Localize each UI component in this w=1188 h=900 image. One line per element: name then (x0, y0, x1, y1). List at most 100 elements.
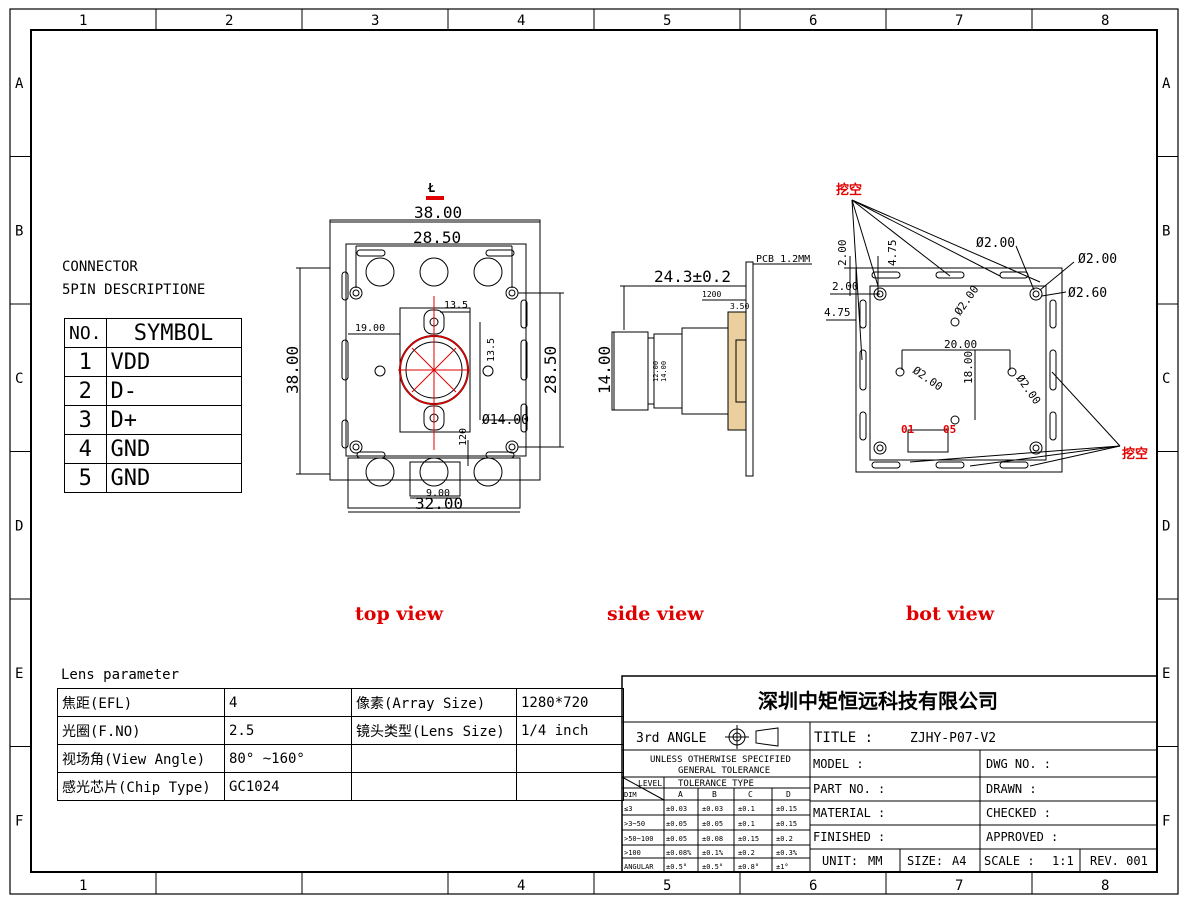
grid-column-label: 2 (225, 13, 233, 29)
pin-number: 3 (64, 405, 107, 435)
tol-cell: >50~100 (624, 835, 654, 843)
pin-number: 5 (64, 463, 107, 493)
pin-symbol: D+ (105, 405, 242, 435)
lens-parameter-title: Lens parameter (61, 667, 180, 683)
tol-cell: ±0.5° (666, 863, 687, 871)
lens-cell (351, 744, 517, 773)
grid-column-label-bottom: 4 (517, 878, 525, 894)
tol-cell: >100 (624, 849, 641, 857)
dim-side-length: 24.3±0.2 (654, 267, 731, 286)
tol-cell: ±0.15 (776, 820, 797, 828)
bot-view-label: bot view (906, 603, 995, 625)
tol-cell: ≤3 (624, 805, 632, 813)
lens-cell: 4 (224, 688, 352, 717)
grid-column-label-bottom: 1 (79, 878, 87, 894)
tb-scale-label: SCALE : (984, 854, 1035, 868)
pin-symbol: GND (105, 463, 242, 493)
dim-bot-phi-e: Ø2.00 (1014, 372, 1044, 407)
tb-general: GENERAL TOLERANCE (678, 766, 770, 776)
side-view-label: side view (607, 603, 704, 625)
tol-cell: ±0.8° (738, 863, 759, 871)
dim-top-28: 28.50 (413, 228, 461, 247)
tol-cell: ±0.08 (702, 835, 723, 843)
grid-row-label-right: A (1162, 76, 1171, 92)
lens-cell: 像素(Array Size) (351, 688, 517, 717)
dim-bottom-32: 32.00 (415, 494, 463, 513)
grid-row-label: E (15, 666, 23, 682)
tb-title-label: TITLE : (814, 730, 873, 746)
tol-cell: ±0.1 (738, 820, 755, 828)
dim-left-38: 38.00 (283, 346, 302, 394)
dim-right-28: 28.50 (541, 346, 560, 394)
tol-cell: ±0.1% (702, 849, 724, 857)
pin-number: 2 (64, 376, 107, 406)
grid-row-label: A (15, 76, 24, 92)
connector-title-1: CONNECTOR (62, 259, 138, 275)
cutout-leaders (851, 199, 1121, 467)
third-angle-projection-icon (725, 725, 779, 749)
tol-col-header: D (786, 790, 791, 799)
side-view-drawing (611, 261, 812, 477)
grid-row-label-right: B (1162, 223, 1170, 239)
lens-cell: 光圈(F.NO) (57, 716, 225, 745)
dim-bot-1800: 18.00 (962, 351, 975, 384)
tb-unit-value: MM (868, 854, 882, 868)
tol-cell: ±1° (776, 863, 789, 871)
dim-bot-phi-a: Ø2.00 (976, 236, 1015, 251)
dim-side-pcb: PCB 1.2MM (756, 254, 810, 265)
dim-9: 9.00 (426, 488, 450, 499)
tol-cell: ±0.2 (738, 849, 755, 857)
lens-cell: 焦距(EFL) (57, 688, 225, 717)
tol-cell: ±0.1 (738, 805, 755, 813)
grid-column-label: 6 (809, 13, 817, 29)
grid-row-label: F (15, 813, 23, 829)
grid-column-label: 1 (79, 13, 87, 29)
tb-checked: CHECKED : (986, 806, 1051, 820)
top-view-label: top view (355, 603, 444, 625)
grid-row-label-right: E (1162, 666, 1170, 682)
tb-part-no: PART NO. : (813, 782, 885, 796)
lens-cell: 感光芯片(Chip Type) (57, 772, 225, 801)
lens-cell: 80° ~160° (224, 744, 352, 773)
lens-cell: 视场角(View Angle) (57, 744, 225, 773)
dim-bot-475b: 4.75 (824, 306, 851, 319)
tb-rev: REV. 001 (1090, 854, 1148, 868)
pin-marker-5: 05 (943, 423, 956, 436)
grid-row-label-right: F (1162, 813, 1170, 829)
dim-dia-14: Ø14.00 (482, 413, 529, 428)
dim-side-1200: 1200 (702, 290, 721, 299)
grid-row-label: D (15, 518, 23, 534)
dim-side-small1: 12.00 (652, 361, 660, 382)
tol-cell: ±0.05 (702, 820, 723, 828)
lens-cell: GC1024 (224, 772, 352, 801)
dim-bot-2b: 2.00 (832, 280, 859, 293)
grid-row-label: B (15, 223, 23, 239)
pin-symbol: D- (105, 376, 242, 406)
tol-col-header: C (748, 790, 753, 799)
pin-marker-1: 01 (901, 423, 915, 436)
cutout-label-top: 挖空 (836, 182, 862, 198)
lens-cell (351, 772, 517, 801)
tol-cell: ±0.05 (666, 820, 687, 828)
tb-size-value: A4 (952, 854, 966, 868)
tol-cell: ±0.05 (666, 835, 687, 843)
lens-row: 感光芯片(Chip Type)GC1024 (57, 772, 624, 801)
tb-angle: 3rd ANGLE (636, 731, 706, 746)
tb-drawn: DRAWN : (986, 782, 1037, 796)
dim-19: 19.00 (355, 323, 385, 334)
dim-bot-phi-c: Ø2.00 (952, 283, 982, 318)
tb-title-value: ZJHY-P07-V2 (910, 731, 996, 746)
tb-level: LEVEL (638, 779, 662, 788)
grid-row-label-right: C (1162, 371, 1170, 387)
grid-column-label-bottom: 7 (955, 878, 963, 894)
tb-tolerance-type: TOLERANCE TYPE (678, 779, 754, 789)
pin-symbol: VDD (105, 347, 242, 377)
tb-material: MATERIAL : (813, 806, 885, 820)
